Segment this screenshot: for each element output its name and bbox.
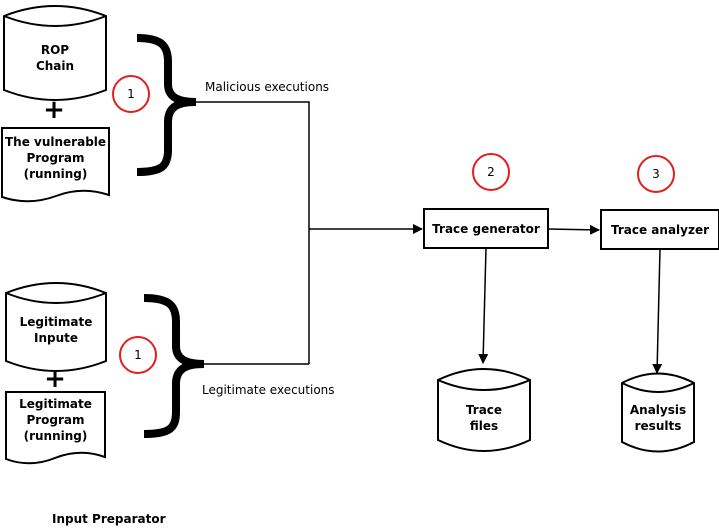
trace-generator-label: Trace generator (432, 221, 540, 236)
step-1-circle-bottom (119, 336, 157, 374)
legitimate-program-label: Legitimate Program (running) (19, 397, 92, 443)
legitimate-input-label: Legitimate Inpute (19, 315, 93, 345)
plus-sign-bottom: + (44, 364, 66, 394)
analyzer-to-results-arrow (652, 248, 663, 374)
trace-analyzer-label: Trace analyzer (610, 222, 710, 237)
rop-chain-cylinder (3, 5, 107, 101)
generator-to-analyzer-arrow (547, 224, 600, 235)
analysis-results-cylinder (621, 372, 695, 453)
step-3-number: 3 (652, 167, 660, 181)
vulnerable-program-document (1, 127, 110, 203)
step-3-circle (637, 155, 675, 193)
generator-to-files-arrow (478, 247, 489, 364)
input-preparator-caption: Input Preparator (52, 512, 166, 526)
malicious-executions-label: Malicious executions (205, 80, 330, 94)
plus-sign-top: + (43, 95, 65, 125)
legitimate-executions-label: Legitimate executions (202, 383, 335, 397)
rop-chain-label: ROP Chain (35, 43, 75, 73)
analysis-results-label: Analysis results (629, 403, 687, 433)
vulnerable-program-label: The vulnerable Program (running) (4, 135, 107, 181)
step-2-circle (472, 153, 510, 191)
trace-generator-box (423, 208, 549, 249)
trace-files-cylinder (437, 368, 531, 452)
legitimate-input-cylinder (5, 282, 107, 372)
step-2-number: 2 (487, 165, 495, 179)
legitimate-program-document (5, 391, 106, 465)
step-1-circle-top (112, 75, 150, 113)
malicious-connector (196, 101, 310, 364)
trace-files-label: Trace files (465, 403, 503, 433)
step-1-number-top: 1 (127, 87, 135, 101)
step-1-number-bottom: 1 (134, 348, 142, 362)
